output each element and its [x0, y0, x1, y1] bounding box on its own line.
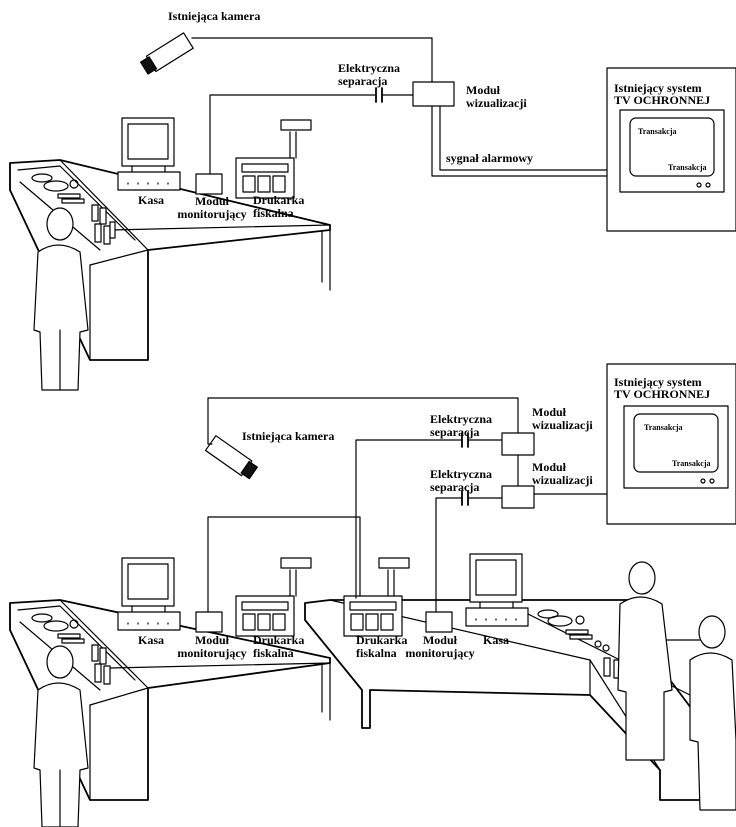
top-cash-register: Kasa — [117, 117, 181, 207]
top-tv-label-1: Istniejący system — [614, 81, 702, 95]
bottom-vis-2-label-1: Moduł — [532, 460, 567, 474]
bottom-vis-1-label-1: Moduł — [532, 405, 567, 419]
top-printer-label-2: fiskalna — [253, 206, 294, 220]
top-kasa-label: Kasa — [138, 193, 164, 207]
bottom-left-fiscal-printer: Drukarka fiskalna — [235, 557, 312, 660]
bottom-left-cash-register: Kasa — [117, 557, 181, 647]
bottom-right-kasa-label: Kasa — [483, 633, 509, 647]
bottom-camera: Istniejąca kamera — [204, 429, 334, 480]
bottom-visualization-module-1: Moduł wizualizacji — [501, 405, 593, 456]
bottom-left-person — [33, 645, 89, 827]
top-screen-text-1: Transakcja — [638, 127, 677, 136]
bottom-left-kasa-label: Kasa — [138, 633, 164, 647]
bottom-vis-2-label-2: wizualizacji — [532, 473, 593, 487]
top-separation-label-1: Elektryczna — [338, 61, 400, 75]
bottom-separation-1-label-2: separacja — [430, 425, 479, 439]
top-printer-label-1: Drukarka — [253, 193, 304, 207]
bottom-right-printer-label-2: fiskalna — [356, 646, 397, 660]
bottom-right-monitoring-module: Moduł monitorujący — [405, 611, 475, 660]
top-tv-label-2: TV OCHRONNEJ — [614, 93, 710, 107]
bottom-visualization-module-2: Moduł wizualizacji — [501, 460, 593, 509]
top-visualization-module: Moduł wizualizacji — [412, 81, 527, 110]
bottom-tv-label-1: Istniejący system — [614, 375, 702, 389]
top-vis-module-label-1: Moduł — [466, 83, 501, 97]
bottom-camera-label: Istniejąca kamera — [242, 429, 334, 443]
top-monitor-module-label-1: Moduł — [195, 194, 230, 208]
bottom-right-monitor-label-1: Moduł — [423, 633, 458, 647]
bottom-left-monitoring-module: Moduł monitorujący — [177, 611, 247, 660]
bottom-left-printer-label-2: fiskalna — [253, 646, 294, 660]
top-wiring — [191, 37, 613, 177]
bottom-screen-text-1: Transakcja — [644, 423, 683, 432]
bottom-screen-text-2: Transakcja — [672, 459, 711, 468]
bottom-left-counter-items — [31, 613, 111, 685]
bottom-separation-2-label-2: separacja — [430, 480, 479, 494]
bottom-left-printer-label-1: Drukarka — [253, 633, 304, 647]
bottom-separation-1-label-1: Elektryczna — [430, 412, 492, 426]
bottom-right-person-front — [689, 615, 736, 811]
bottom-right-printer-label-1: Drukarka — [356, 633, 407, 647]
bottom-separation-2-label-1: Elektryczna — [430, 467, 492, 481]
top-person-figure — [33, 207, 89, 391]
bottom-right-monitor-label-2: monitorujący — [405, 646, 474, 660]
bottom-left-monitor-label-1: Moduł — [195, 633, 230, 647]
bottom-tv-system: Istniejący system TV OCHRONNEJ Transakcj… — [606, 363, 736, 525]
top-tv-system: Istniejący system TV OCHRONNEJ Transakcj… — [606, 67, 736, 232]
top-scene: Kasa Moduł monitorujący Drukarka fiskaln… — [9, 9, 736, 391]
top-camera-label: Istniejąca kamera — [168, 9, 260, 23]
bottom-right-cash-register: Kasa — [465, 553, 529, 647]
bottom-right-fiscal-printer: Drukarka fiskalna — [343, 557, 410, 660]
bottom-right-person-back — [617, 561, 673, 761]
top-monitor-module-label-2: monitorujący — [177, 207, 246, 221]
top-separation-label-2: separacja — [338, 74, 387, 88]
top-alarm-signal-label: sygnał alarmowy — [446, 151, 533, 165]
top-counter-items — [31, 173, 116, 245]
top-screen-text-2: Transakcja — [668, 163, 707, 172]
bottom-scene: Kasa Moduł monitorujący Drukarka fiskaln… — [9, 363, 736, 827]
bottom-vis-1-label-2: wizualizacji — [532, 418, 593, 432]
bottom-left-monitor-label-2: monitorujący — [177, 646, 246, 660]
top-monitoring-module: Moduł monitorujący — [177, 173, 247, 221]
top-fiscal-printer: Drukarka fiskalna — [235, 119, 312, 220]
top-camera: Istniejąca kamera — [140, 9, 260, 75]
bottom-tv-label-2: TV OCHRONNEJ — [614, 387, 710, 401]
top-vis-module-label-2: wizualizacji — [466, 96, 527, 110]
